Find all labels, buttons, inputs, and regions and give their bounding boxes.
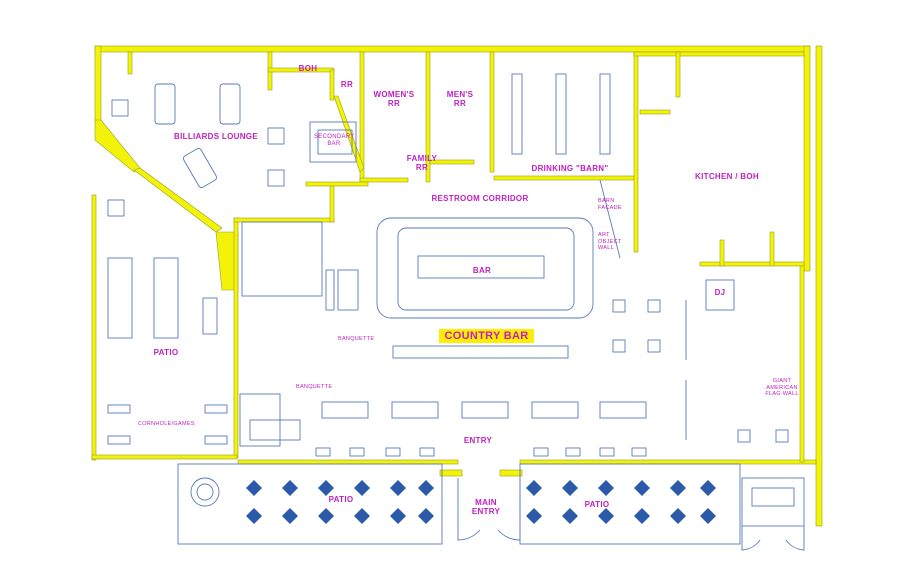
label-entry: ENTRY bbox=[463, 436, 493, 445]
umbrella-icon bbox=[354, 480, 370, 496]
umbrella-icon bbox=[700, 480, 716, 496]
label-drinking-barn: DRINKING "BARN" bbox=[531, 164, 609, 173]
umbrella-icon bbox=[526, 508, 542, 524]
umbrella-icon bbox=[670, 508, 686, 524]
label-dj: DJ bbox=[714, 288, 726, 297]
label-womens-rr: WOMEN'S RR bbox=[373, 90, 415, 108]
label-barn-facade: BARN FACADE bbox=[598, 198, 622, 211]
label-main-entry: MAIN ENTRY bbox=[471, 498, 501, 516]
umbrella-icon bbox=[700, 508, 716, 524]
label-rr: RR bbox=[340, 80, 354, 89]
label-giant-flag-wall: GIANT AMERICAN FLAG WALL bbox=[765, 378, 799, 397]
label-family-rr: FAMILY RR bbox=[406, 154, 438, 172]
label-patio-bottom-right: PATIO bbox=[584, 500, 610, 509]
label-secondary-bar: SECONDARY BAR bbox=[314, 134, 355, 147]
label-country-bar: COUNTRY BAR bbox=[439, 329, 534, 343]
label-banquette-2: BANQUETTE bbox=[296, 384, 333, 390]
label-patio-left: PATIO bbox=[153, 348, 179, 357]
plan-lines bbox=[107, 73, 805, 551]
umbrella-icon bbox=[318, 480, 334, 496]
label-kitchen-boh: KITCHEN / BOH bbox=[695, 172, 759, 181]
umbrella-icon bbox=[634, 508, 650, 524]
label-mens-rr: MEN'S RR bbox=[446, 90, 474, 108]
umbrella-icon bbox=[418, 480, 434, 496]
umbrella-icon bbox=[670, 480, 686, 496]
label-cornhole-games: CORNHOLE/GAMES bbox=[138, 421, 195, 427]
umbrella-icon bbox=[390, 480, 406, 496]
umbrella-icon bbox=[246, 480, 262, 496]
label-patio-bottom-left: PATIO bbox=[328, 495, 354, 504]
umbrella-icon bbox=[282, 508, 298, 524]
umbrella-icon bbox=[354, 508, 370, 524]
umbrella-icon bbox=[390, 508, 406, 524]
umbrella-icon bbox=[598, 508, 614, 524]
patio-umbrellas bbox=[246, 480, 716, 524]
label-billiards-lounge: BILLIARDS LOUNGE bbox=[174, 132, 258, 141]
label-boh: BOH bbox=[298, 64, 318, 73]
umbrella-icon bbox=[634, 480, 650, 496]
label-restroom-corridor: RESTROOM CORRIDOR bbox=[431, 194, 529, 203]
label-bar: BAR bbox=[472, 266, 492, 275]
umbrella-icon bbox=[282, 480, 298, 496]
label-art-object-wall: ART OBJECT WALL bbox=[598, 232, 622, 251]
umbrella-icon bbox=[246, 508, 262, 524]
walls bbox=[91, 45, 823, 527]
umbrella-icon bbox=[562, 480, 578, 496]
umbrella-icon bbox=[598, 480, 614, 496]
umbrella-icon bbox=[318, 508, 334, 524]
umbrella-icon bbox=[418, 508, 434, 524]
label-banquette-1: BANQUETTE bbox=[338, 336, 375, 342]
umbrella-icon bbox=[526, 480, 542, 496]
umbrella-icon bbox=[562, 508, 578, 524]
